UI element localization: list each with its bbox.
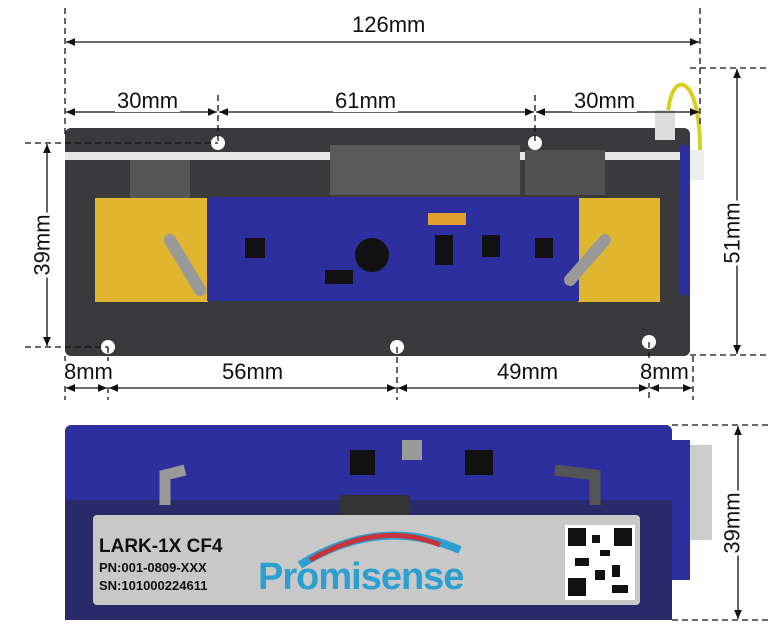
label-model: LARK-1X CF4 — [99, 536, 223, 557]
right-elbow-fitting — [554, 464, 601, 505]
brand-logo: Promisense — [258, 556, 464, 598]
left-gas-fitting — [164, 234, 206, 296]
connector-housing — [330, 145, 520, 195]
extension-lines — [25, 8, 770, 621]
chip — [245, 238, 265, 258]
logo-arc-red — [308, 532, 441, 563]
cable-connector — [655, 110, 675, 140]
right-gas-fitting — [564, 234, 611, 286]
label-part-number: PN:001-0809-XXX — [99, 560, 207, 575]
label-serial-number: SN:101000224611 — [99, 578, 208, 593]
dim-hole-vertical: 39mm — [29, 212, 55, 278]
orange-component — [428, 213, 466, 225]
dim-right-hole-offset: 30mm — [572, 88, 638, 113]
chip — [482, 235, 500, 257]
product-label — [93, 515, 640, 605]
chip — [465, 450, 493, 475]
chip — [325, 270, 353, 284]
qr-code-icon — [565, 525, 635, 600]
dim-total-width: 126mm — [350, 12, 428, 37]
dim-bottom-left-spacing: 56mm — [220, 359, 286, 384]
dim-left-hole-offset: 30mm — [115, 88, 181, 113]
pcb-board — [207, 197, 579, 301]
dim-top-hole-spacing: 61mm — [333, 88, 399, 113]
dim-bottom-right-margin: 8mm — [638, 359, 691, 384]
side-connector — [690, 445, 712, 540]
dim-bottom-left-margin: 8mm — [62, 359, 115, 384]
chip — [435, 235, 453, 265]
mounting-hole — [528, 136, 542, 150]
chip — [535, 238, 553, 258]
button-component — [402, 440, 422, 460]
dim-bottom-right-spacing: 49mm — [495, 359, 561, 384]
left-yellow-block — [95, 198, 208, 302]
side-connector-board — [672, 440, 690, 580]
right-bracket — [525, 150, 605, 195]
left-elbow-fitting — [159, 464, 187, 505]
chip — [350, 450, 375, 475]
left-bracket — [130, 160, 190, 198]
dim-side-height: 39mm — [719, 490, 745, 556]
cable-plug — [690, 150, 704, 180]
dim-total-height: 51mm — [719, 200, 745, 266]
round-component — [355, 238, 389, 272]
side-board-edge — [680, 145, 690, 295]
yellow-cable — [666, 82, 702, 151]
